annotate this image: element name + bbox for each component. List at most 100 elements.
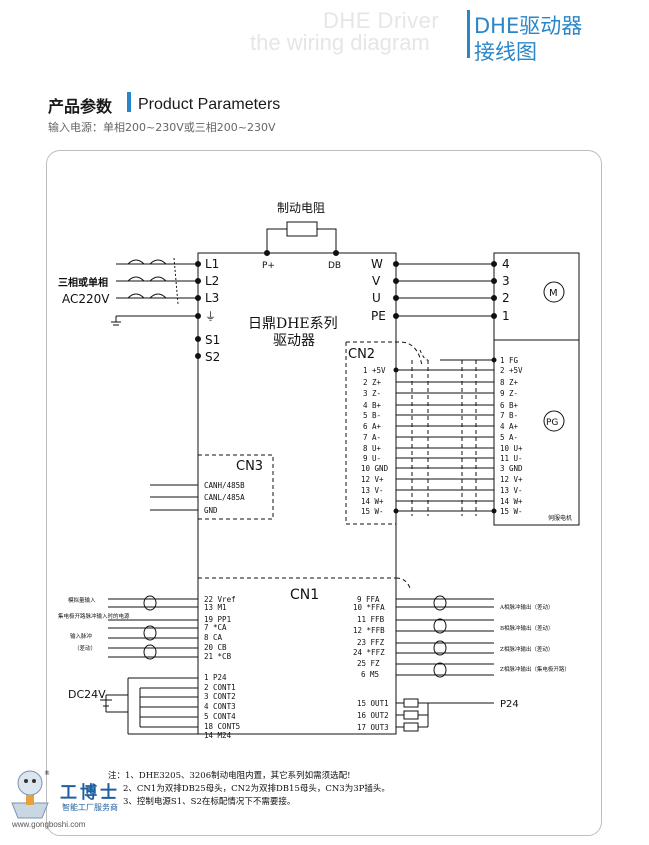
cn1-left-wires xyxy=(100,595,198,735)
cn1-note-z-oc: Z相脉冲输出（集电极开路） xyxy=(500,665,570,673)
cn1-left-pin: 14 M24 xyxy=(204,731,232,740)
terminal-s1: S1 xyxy=(205,333,220,347)
power-label-1: 三相或单相 xyxy=(58,276,108,289)
cn2-left-pin: 2 Z+ xyxy=(363,378,382,387)
section-subtitle: 输入电源：单相200~230V或三相200~230V xyxy=(48,121,276,134)
note-line-2: 2、CN1为双排DB25母头，CN2为双排DB15母头，CN3为3P插头。 xyxy=(123,783,390,794)
cn1-left-pin: 2 CONT1 xyxy=(204,683,236,692)
cn1-right-pin: 17 OUT3 xyxy=(357,723,389,732)
p24-out-label: P24 xyxy=(500,699,519,710)
motor-m-symbol: M xyxy=(549,288,558,299)
cn1-left-pin: 21 *CB xyxy=(204,652,232,661)
note-line-3: 3、控制电源S1、S2在标配情况下不需要接。 xyxy=(123,796,295,807)
cn1-box xyxy=(197,577,411,734)
servo-motor-box xyxy=(493,252,580,526)
driver-name-1: 日鼎DHE系列 xyxy=(248,316,338,332)
cn1-note-diff: （差动） xyxy=(74,644,96,652)
cn1-left-pin: 19 PP1 xyxy=(204,615,231,624)
cn1-left-pin: 22 Vref xyxy=(204,595,236,604)
cn1-left-pin: 8 CA xyxy=(204,633,223,642)
cn2-left-pin: 6 A+ xyxy=(363,422,382,431)
cn1-right-pin: 11 FFB xyxy=(357,615,385,624)
ground-icon: ⏚ xyxy=(205,310,216,323)
cn2-left-pin: 13 V- xyxy=(361,486,384,495)
terminal-s2: S2 xyxy=(205,350,220,364)
cn1-right-pin: 16 OUT2 xyxy=(357,711,389,720)
terminal-pe: PE xyxy=(371,309,386,323)
cn2-left-pin: 5 B- xyxy=(363,411,381,420)
cn2-right-pin: 15 W- xyxy=(500,507,523,516)
power-input-lines xyxy=(111,257,198,326)
cn2-right-pin: 8 Z+ xyxy=(500,378,519,387)
cn2-right-pin: 1 FG xyxy=(500,356,519,365)
cn2-left-pin: 7 A- xyxy=(363,433,381,442)
cn1-left-pin: 7 *CA xyxy=(204,623,227,632)
cn1-left-pin: 18 CONT5 xyxy=(204,722,240,731)
cn1-left-pins: 22 Vref 13 M1 19 PP1 7 *CA 8 CA 20 CB 21… xyxy=(204,595,240,740)
terminal-l2: L2 xyxy=(205,274,219,288)
motor-pin-4: 4 xyxy=(502,257,510,271)
cn1-left-pin: 4 CONT3 xyxy=(204,702,236,711)
terminal-v: V xyxy=(372,274,381,288)
cn1-right-pin: 12 *FFB xyxy=(353,626,385,635)
cn1-right-wires xyxy=(396,595,494,732)
section-accent-bar xyxy=(127,92,131,112)
driver-name-2: 驱动器 xyxy=(273,333,315,349)
cn1-right-pin: 9 FFA xyxy=(357,595,380,604)
cn3-pin: CANL/485A xyxy=(204,493,245,502)
logo-slogan: 智能工厂服务商 xyxy=(62,803,118,812)
header-watermark-line2: the wiring diagram xyxy=(250,30,430,55)
cn2-right-pin: 3 GND xyxy=(500,464,523,473)
encoder-pg-circle xyxy=(543,410,565,432)
cn1-right-pin: 24 *FFZ xyxy=(353,648,385,657)
cn2-label: CN2 xyxy=(348,347,375,362)
diagram-notes: 注：1、DHE3205、3206制动电阻内置，其它系列如需须选配! 2、CN1为… xyxy=(108,770,390,807)
cn1-left-pin: 1 P24 xyxy=(204,673,227,682)
cn2-left-pin: 8 U+ xyxy=(363,444,382,453)
cn1-right-pins: 9 FFA 10 *FFA 11 FFB 12 *FFB 23 FFZ 24 *… xyxy=(353,595,389,732)
cn2-right-pin: 10 U+ xyxy=(500,444,523,453)
cn2-left-pins: 1 +5V 2 Z+ 3 Z- 4 B+ 5 B- 6 A+ 7 A- 8 U+… xyxy=(361,366,389,516)
encoder-pg-symbol: PG xyxy=(546,418,558,428)
cn1-note-z-out: Z相脉冲输出（差动） xyxy=(500,645,553,653)
cn1-left-pin: 3 CONT2 xyxy=(204,692,236,701)
cn2-right-pin: 4 A+ xyxy=(500,422,519,431)
cn2-left-pin: 4 B+ xyxy=(363,401,382,410)
cn2-left-pin: 3 Z- xyxy=(363,389,381,398)
brake-resistor-label: 制动电阻 xyxy=(277,201,325,215)
logo-url: www.gongboshi.com xyxy=(12,820,86,829)
cn2-left-pin: 9 U- xyxy=(363,454,381,463)
cn2-right-pin: 11 U- xyxy=(500,454,523,463)
cn2-right-pin: 5 A- xyxy=(500,433,518,442)
cn2-right-pin: 9 Z- xyxy=(500,389,518,398)
cn2-left-pin: 10 GND xyxy=(361,464,389,473)
cn1-label: CN1 xyxy=(290,587,319,603)
motor-pin-2: 2 xyxy=(502,291,510,305)
cn2-right-pin: 7 B- xyxy=(500,411,518,420)
header-accent-bar xyxy=(467,10,470,58)
logo-name: 工博士 xyxy=(60,783,120,803)
cn2-wires xyxy=(396,349,494,516)
cn2-box xyxy=(345,341,423,525)
cn1-note-analog: 模拟量输入 xyxy=(68,596,96,604)
cn2-right-pin: 12 V+ xyxy=(500,475,523,484)
cn2-right-pins: 1 FG 2 +5V 8 Z+ 9 Z- 6 B+ 7 B- 4 A+ 5 A-… xyxy=(500,356,523,516)
cn1-left-pin: 13 M1 xyxy=(204,603,227,612)
header-title-line2: 接线图 xyxy=(474,40,537,64)
cn2-right-pin: 6 B+ xyxy=(500,401,519,410)
motor-pin-3: 3 xyxy=(502,274,510,288)
section-title-cn: 产品参数 xyxy=(48,97,113,116)
cn3-pin: CANH/485B xyxy=(204,481,245,490)
cn2-right-pin: 14 W+ xyxy=(500,497,523,506)
cn1-note-oc-power: 集电极开路脉冲输入时的电源 xyxy=(58,612,130,620)
cn1-left-pin: 5 CONT4 xyxy=(204,712,236,721)
terminal-w: W xyxy=(371,257,383,271)
section-title-en: Product Parameters xyxy=(138,96,281,113)
cn1-note-a-out: A相脉冲输出（差动） xyxy=(499,603,553,611)
cn1-right-pin: 23 FFZ xyxy=(357,638,385,647)
motor-pin-1: 1 xyxy=(502,309,510,323)
cn3-pin: GND xyxy=(204,506,218,515)
logo-mascot-icon xyxy=(11,770,49,819)
note-line-1: 注：1、DHE3205、3206制动电阻内置，其它系列如需须选配! xyxy=(108,770,351,781)
